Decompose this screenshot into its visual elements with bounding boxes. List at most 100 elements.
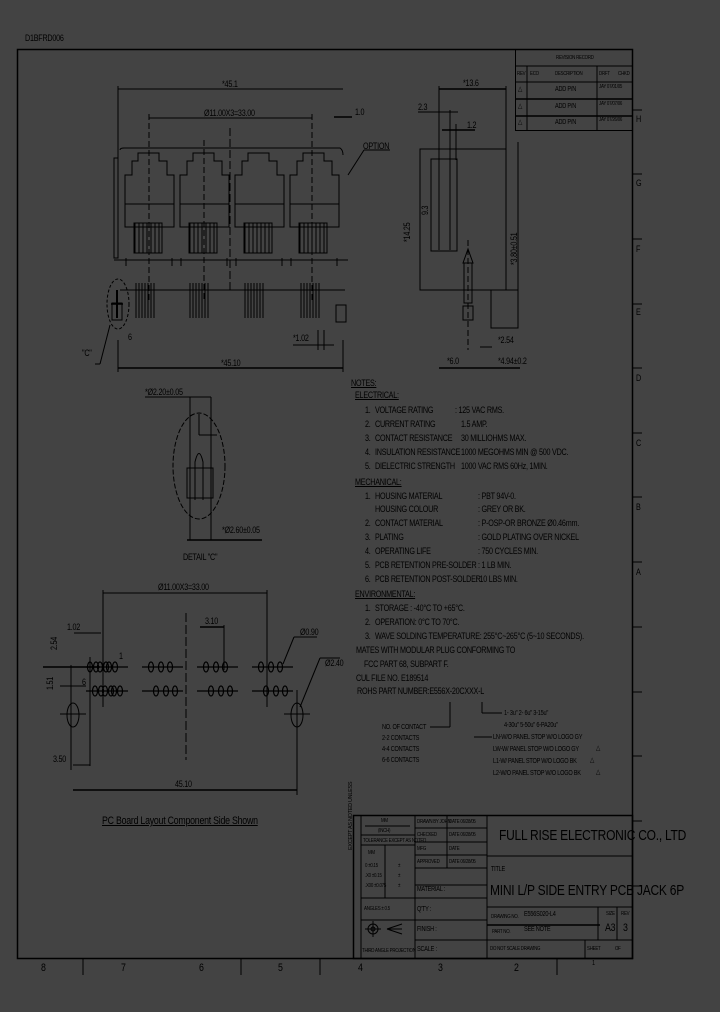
qty-label: Q'TY : xyxy=(417,906,432,913)
note-num: 3. xyxy=(365,433,371,443)
rev-triangle-icon: △ xyxy=(596,745,601,752)
zone-2: 2 xyxy=(514,962,519,974)
rev-row-drft: JAY 07/07/06 xyxy=(599,101,623,107)
note-key: WAVE SOLDING TEMPERATURE: 255°C~265°C (5… xyxy=(375,631,584,641)
drawing-id: D1BFRD006 xyxy=(25,33,64,43)
part-number: SEE NOTE xyxy=(524,926,551,933)
checked-by: CHECKED xyxy=(417,832,437,838)
note-num: 4. xyxy=(365,546,371,556)
zone-F: F xyxy=(636,244,641,254)
rev-header-drft: DRFT xyxy=(599,71,610,77)
note-key: PCB RETENTION PRE-SOLDER xyxy=(375,560,477,570)
suffix-code: L2-W/O PANEL STOP W/O LOGO BK xyxy=(493,770,581,777)
note-value: : 10 LBS MIN. xyxy=(476,574,518,584)
material-label: MATERIAL : xyxy=(417,886,446,893)
dim-overall-width: *45.1 xyxy=(222,79,238,89)
note-key: CONTACT MATERIAL xyxy=(375,518,443,528)
pcb-pin-diameter: Ø0.90 xyxy=(300,627,319,637)
dim-side-a: 2.3 xyxy=(418,102,428,112)
note-key: OPERATING LIFE xyxy=(375,546,431,556)
tolerance-row: .X0 ±0.15 xyxy=(365,873,382,879)
size-label: SIZE xyxy=(606,911,615,917)
rev-header-chkd: CHKD xyxy=(618,71,630,77)
note-num: 1. xyxy=(365,405,371,415)
note-key: STORAGE : -40°C TO +65°C. xyxy=(375,603,465,613)
no-scale-note: DO NOT SCALE DRAWING xyxy=(490,946,541,952)
note-key: PLATING xyxy=(375,532,404,542)
note-value: 30 MILLIOHMS MAX. xyxy=(461,433,527,443)
pcb-pin-pitch: 1.02 xyxy=(67,622,81,632)
option-label: OPTION xyxy=(363,141,390,151)
zone-5: 5 xyxy=(278,962,283,974)
note-mates: MATES WITH MODULAR PLUG CONFORMING TO xyxy=(356,645,516,655)
tolerance-row-inch: ± xyxy=(398,863,401,869)
mechanical-title: MECHANICAL: xyxy=(355,477,402,487)
rev-row-drft: JAY 07/01/05 xyxy=(599,84,623,90)
suffix-code: L1-W/ PANEL STOP W/O LOGO BK xyxy=(493,758,577,765)
rev-triangle-icon: △ xyxy=(518,103,523,110)
plating-codes: 1- 3u" 2- 6u" 3-15u" xyxy=(504,710,549,717)
pin-label-6: 6 xyxy=(128,332,132,342)
contacts-option: 2-2 CONTACTS xyxy=(382,735,420,742)
drawing-no-label: DRAWING NO. xyxy=(491,914,519,920)
note-rohs-part-number: ROHS PART NUMBER:E556X-20CXXX-L xyxy=(357,686,485,696)
note-num: 6. xyxy=(365,574,371,584)
pcb-pin6-label: 6 xyxy=(82,677,86,687)
drawn-date: DATE 06/28/05 xyxy=(449,819,476,825)
angles-tolerance: ANGLES ± 0.5 xyxy=(364,906,390,912)
approved-date: DATE 06/28/05 xyxy=(449,859,476,865)
note-cul: CUL FILE NO. E189514 xyxy=(356,673,429,683)
note-value: : PBT 94V-0. xyxy=(478,491,516,501)
detail-ref: "C" xyxy=(82,348,92,358)
note-num: 4. xyxy=(365,447,371,457)
zone-C: C xyxy=(636,438,641,448)
note-num: 2. xyxy=(365,518,371,528)
of-label: OF xyxy=(615,946,621,952)
note-key: VOLTAGE RATING xyxy=(375,405,434,415)
dim-side-pin: *2.54 xyxy=(498,335,514,345)
note-num: 1. xyxy=(365,491,371,501)
zone-G: G xyxy=(636,178,642,188)
detail-title: DETAIL "C" xyxy=(183,552,218,562)
pcb-pin1-label: 1 xyxy=(119,651,123,661)
dim-detail-bottom: *Ø2.60±0.05 xyxy=(222,525,260,535)
dim-front-overall: *45.10 xyxy=(221,358,241,368)
note-value: : GOLD PLATING OVER NICKEL xyxy=(478,532,579,542)
zone-B: B xyxy=(636,502,641,512)
unit-label: MM xyxy=(381,818,388,824)
revision-number: 3 xyxy=(623,922,628,934)
contacts-option: 4-4 CONTACTS xyxy=(382,746,420,753)
note-key: CURRENT RATING xyxy=(375,419,436,429)
zone-4: 4 xyxy=(358,962,363,974)
tolerance-header: TOLERANCE EXCEPT AS NOTED xyxy=(363,838,427,844)
pcb-left-offset: 3.50 xyxy=(53,754,67,764)
rev-header-rev: REV xyxy=(517,71,526,77)
suffix-code: LN-W/O PANEL STOP W/O LOGO GY xyxy=(493,734,583,741)
note-num: 3. xyxy=(365,631,371,641)
dim-side-inner: 9.3 xyxy=(420,205,430,215)
drawn-by: DRAWN BY JOHN xyxy=(417,819,451,825)
environmental-title: ENVIRONMENTAL: xyxy=(355,589,416,599)
note-key: HOUSING MATERIAL xyxy=(375,491,443,501)
rev-row-desc: ADD P/N xyxy=(555,103,577,110)
note-value: : 750 CYCLES MIN. xyxy=(478,546,538,556)
suffix-code: LW-W/ PANEL STOP W/O LOGO GY xyxy=(493,746,579,753)
dim-side-bottom-right: *4.94±0.2 xyxy=(498,356,527,366)
dim-port-pitch: Ø11.00X3=33.00 xyxy=(204,108,255,118)
pcb-overall: 45.10 xyxy=(175,779,192,789)
drawing-number: E556S020-L4 xyxy=(524,911,556,918)
tolerance-row-inch: ± xyxy=(398,883,401,889)
pcb-row-gap: 1.51 xyxy=(45,676,55,690)
note-value: : P-OSP-OR BRONZE Ø0.46mm. xyxy=(478,518,579,528)
rev-triangle-icon: △ xyxy=(518,86,523,93)
note-num: 3. xyxy=(365,532,371,542)
zone-8: 8 xyxy=(41,962,46,974)
contacts-title: NO. OF CONTACT xyxy=(382,724,427,731)
rev-row-desc: ADD P/N xyxy=(555,119,577,126)
rev-row-desc: ADD P/N xyxy=(555,86,577,93)
unit-sub: (INCH) xyxy=(378,828,391,834)
drawing-title: MINI L/P SIDE ENTRY PCB JACK 6P xyxy=(490,882,684,899)
note-num: 2. xyxy=(365,419,371,429)
notes-title: NOTES: xyxy=(351,378,377,388)
